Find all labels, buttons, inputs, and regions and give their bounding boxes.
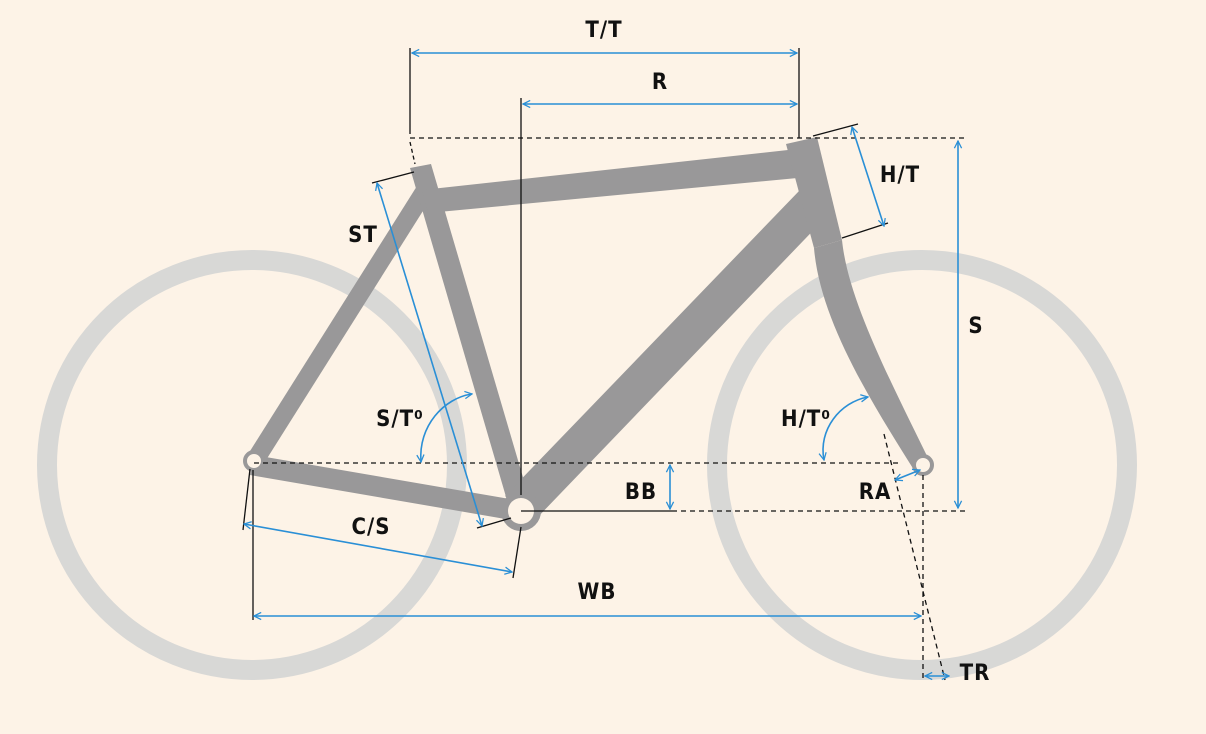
top-tube [422, 148, 808, 213]
down-tube [505, 190, 829, 520]
label-trail: TR [960, 661, 991, 686]
seat-top-perp [371, 171, 415, 184]
label-wheelbase: WB [578, 580, 617, 605]
label-rake: RA [859, 480, 892, 505]
label-head-tube-angle: H/T⁰ [781, 407, 831, 432]
reference-lines [242, 48, 965, 681]
cs-left-perp [242, 468, 251, 531]
dimension-labels: T/T R H/T ST S S/T⁰ H/T⁰ BB RA C/S WB TR [348, 18, 991, 686]
head-tube-dimension [852, 127, 884, 226]
seat-tube-dimension [377, 183, 482, 526]
seat-tube-angle-arc [421, 394, 472, 462]
tt-left-dashed [409, 141, 416, 165]
label-top-tube: T/T [585, 18, 622, 43]
label-bb-drop: BB [625, 480, 657, 505]
steering-axis-dashed [883, 433, 946, 681]
label-chainstay: C/S [351, 515, 390, 540]
front-wheel [707, 250, 1137, 680]
label-head-tube: H/T [880, 163, 920, 188]
label-seat-tube: ST [348, 223, 378, 248]
rake-dimension [895, 470, 920, 480]
chainstay-dimension [244, 524, 512, 572]
head-tube-angle-arc [823, 397, 868, 460]
dimension-lines [244, 53, 958, 676]
rear-axle [243, 450, 265, 472]
label-seat-tube-angle: S/T⁰ [376, 407, 424, 432]
label-stack: S [968, 314, 983, 339]
label-reach: R [652, 70, 668, 95]
fork [814, 240, 930, 470]
head-tube [786, 137, 842, 248]
cs-right-perp [512, 526, 522, 579]
